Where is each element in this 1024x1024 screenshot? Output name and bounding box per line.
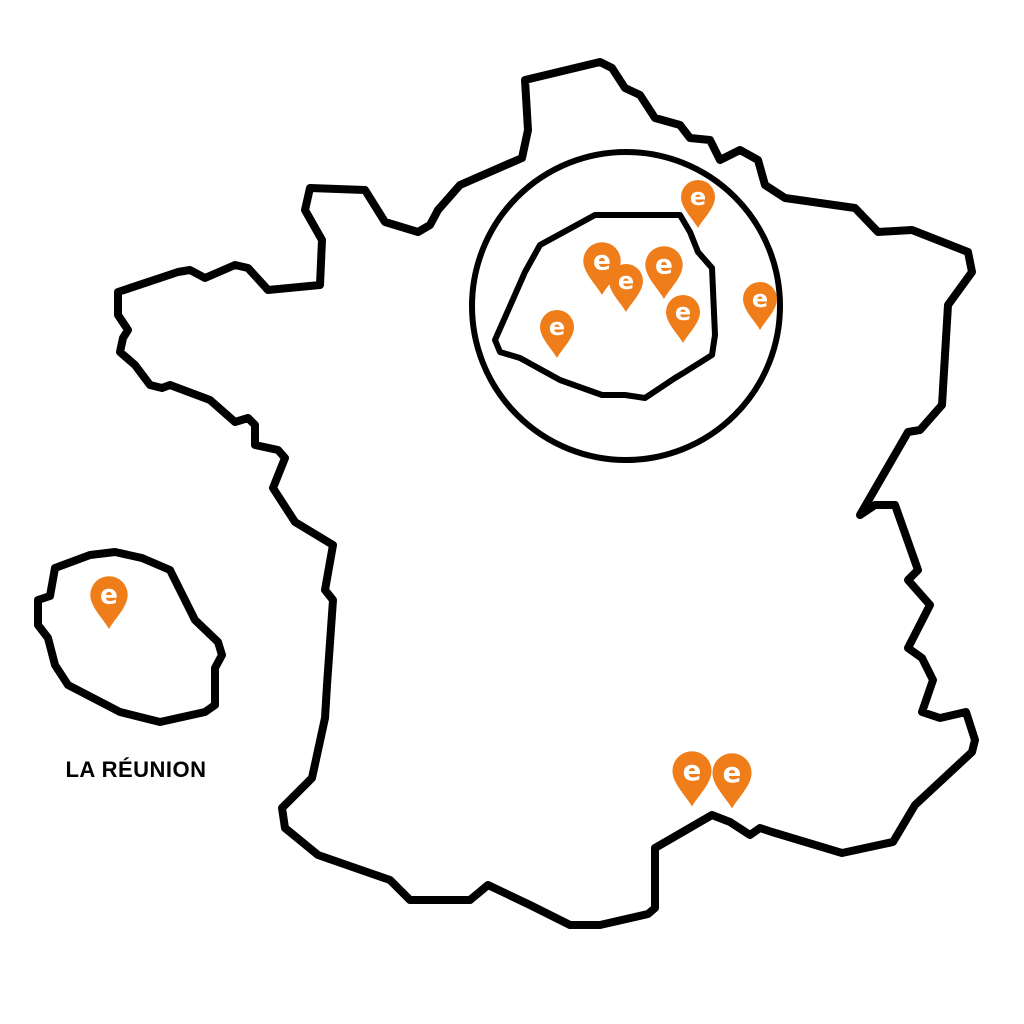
pin-shape xyxy=(540,310,574,358)
pin-shape xyxy=(609,264,643,312)
pin-letter: e xyxy=(100,580,118,611)
pin-letter: e xyxy=(723,756,742,789)
pin-letter: e xyxy=(675,298,691,326)
location-pin-icon[interactable]: e xyxy=(609,264,643,312)
pin-shape xyxy=(743,282,777,330)
pin-shape xyxy=(583,242,621,295)
pin-letter: e xyxy=(752,285,768,313)
pin-letter: e xyxy=(549,313,565,341)
pin-shape xyxy=(666,295,700,343)
location-pin-icon[interactable]: e xyxy=(681,180,715,228)
location-pin-icon[interactable]: e xyxy=(645,246,683,299)
pin-letter: e xyxy=(593,246,611,277)
pin-shape xyxy=(681,180,715,228)
location-pin-icon[interactable]: e xyxy=(712,753,752,809)
location-pin-icon[interactable]: e xyxy=(583,242,621,295)
pin-shape xyxy=(645,246,683,299)
la-reunion-label: LA RÉUNION xyxy=(65,757,206,782)
pin-letter: e xyxy=(655,250,673,281)
pin-shape xyxy=(712,753,752,809)
location-pin-icon[interactable]: e xyxy=(540,310,574,358)
location-pin-icon[interactable]: e xyxy=(666,295,700,343)
location-pin-icon[interactable]: e xyxy=(90,576,128,629)
paris-zoom-circle xyxy=(469,149,783,463)
pin-letter: e xyxy=(618,267,634,295)
pin-letter: e xyxy=(690,183,706,211)
la-reunion-outline xyxy=(34,548,226,726)
pin-shape xyxy=(672,751,712,807)
france-mainland-outline xyxy=(114,58,979,929)
pin-shape xyxy=(90,576,128,629)
location-pin-icon[interactable]: e xyxy=(672,751,712,807)
pin-letter: e xyxy=(683,754,702,787)
location-pin-icon[interactable]: e xyxy=(743,282,777,330)
